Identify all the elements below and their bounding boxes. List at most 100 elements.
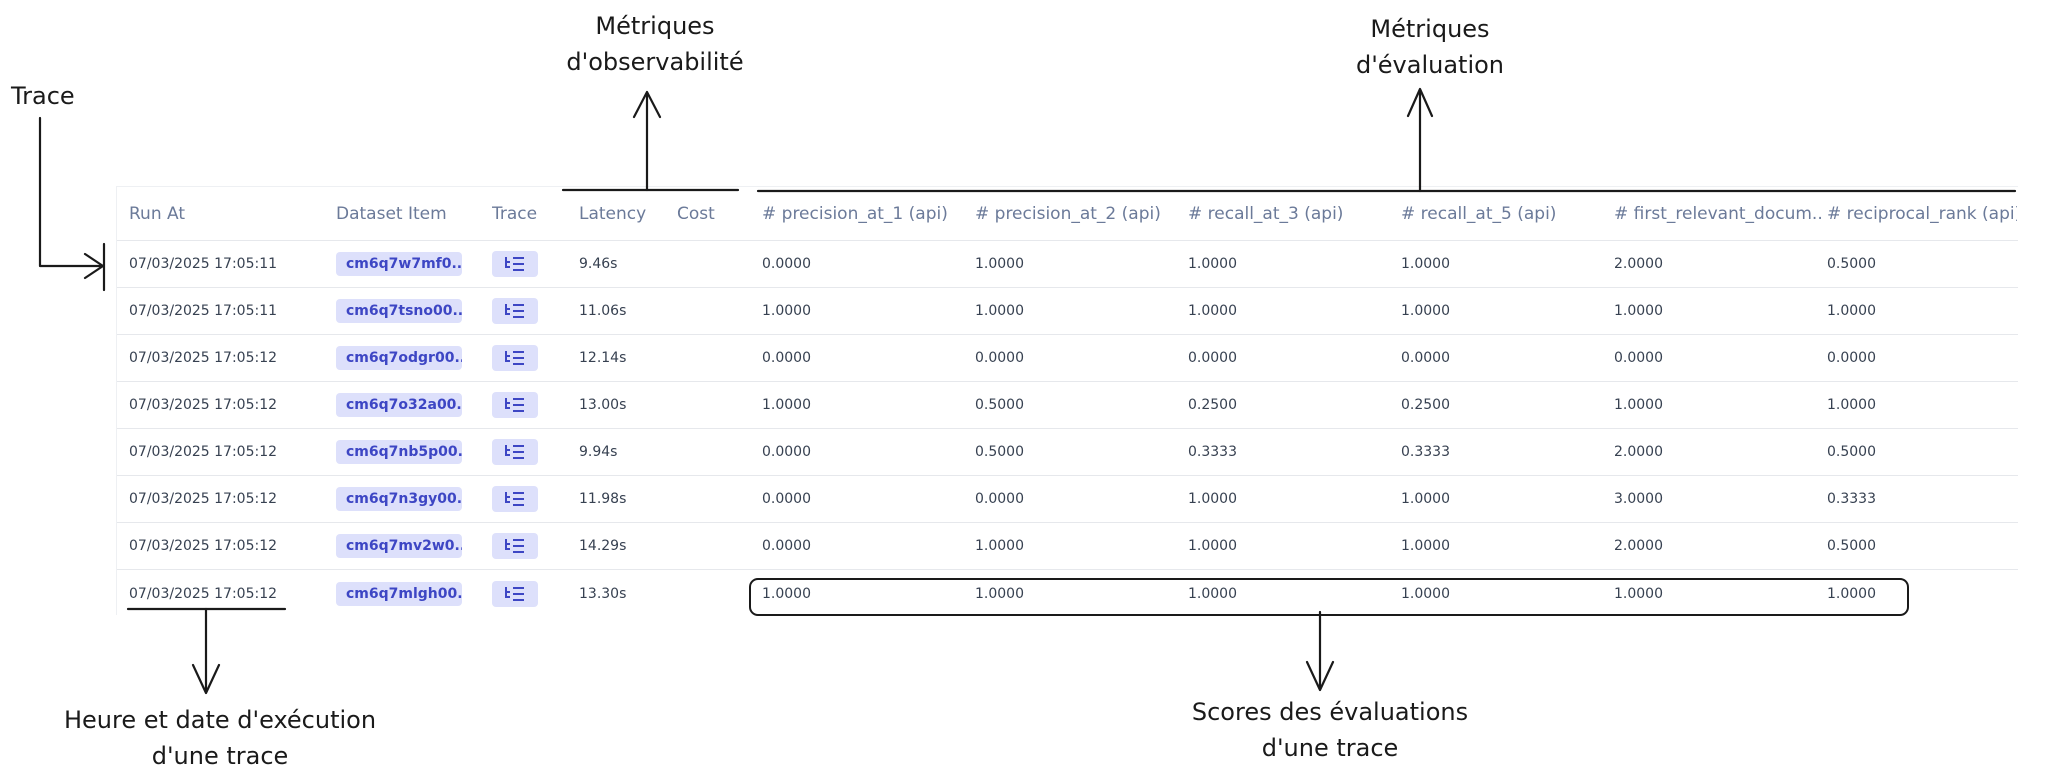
dataset-item-cell: cm6q7mlgh00... — [336, 570, 486, 615]
precision-at-2-cell: 1.0000 — [975, 538, 1024, 554]
recall-at-3-cell: 0.2500 — [1188, 397, 1237, 413]
scores-arrow — [1305, 610, 1335, 692]
table-row[interactable]: 07/03/2025 17:05:12 cm6q7mv2w0... 14.29s… — [117, 523, 2018, 570]
latency-cell: 13.00s — [579, 397, 627, 413]
run-at-cell: 07/03/2025 17:05:11 — [129, 303, 278, 319]
recall-at-5-cell: 1.0000 — [1401, 256, 1450, 272]
dataset-item-cell: cm6q7nb5p00... — [336, 429, 486, 475]
recall-at-5-cell: 1.0000 — [1401, 538, 1450, 554]
first-relevant-document-cell: 2.0000 — [1614, 538, 1663, 554]
trace-cell — [492, 382, 562, 428]
column-header-precision-at-2[interactable]: # precision_at_2 (api) — [975, 203, 1161, 224]
table-row[interactable]: 07/03/2025 17:05:12 cm6q7n3gy00... 11.98… — [117, 476, 2018, 523]
dataset-item-chip[interactable]: cm6q7mlgh00... — [336, 581, 462, 606]
precision-at-1-cell: 0.0000 — [762, 538, 811, 554]
trace-button[interactable] — [492, 392, 538, 418]
trace-button[interactable] — [492, 439, 538, 465]
column-header-cost[interactable]: Cost — [677, 203, 715, 224]
annotation-evaluation-line2: d'évaluation — [1355, 51, 1505, 79]
column-header-dataset-item[interactable]: Dataset Item — [336, 203, 447, 224]
run-at-cell: 07/03/2025 17:05:12 — [129, 350, 278, 366]
trace-button[interactable] — [492, 345, 538, 371]
latency-cell: 9.94s — [579, 444, 618, 460]
dataset-item-chip[interactable]: cm6q7nb5p00... — [336, 440, 462, 464]
table-row[interactable]: 07/03/2025 17:05:11 cm6q7w7mf0... 9.46s … — [117, 241, 2018, 288]
table-row[interactable]: 07/03/2025 17:05:12 cm6q7o32a00... 13.00… — [117, 382, 2018, 429]
cost-cell — [677, 335, 757, 381]
cost-cell — [677, 476, 757, 522]
trace-pointer-arrow — [38, 116, 105, 280]
column-header-precision-at-1[interactable]: # precision_at_1 (api) — [762, 203, 948, 224]
dataset-item-chip[interactable]: cm6q7n3gy00... — [336, 487, 462, 511]
annotation-observability-line1: Métriques — [595, 12, 715, 40]
annotation-scores-line2: d'une trace — [1261, 734, 1399, 762]
precision-at-1-cell: 1.0000 — [762, 397, 811, 413]
column-header-first-relevant-document[interactable]: # first_relevant_docum... — [1614, 203, 1824, 224]
trace-tree-icon — [505, 492, 524, 506]
column-header-run-at[interactable]: Run At — [129, 203, 185, 224]
precision-at-2-cell: 0.0000 — [975, 350, 1024, 366]
precision-at-2-cell: 0.5000 — [975, 397, 1024, 413]
trace-button[interactable] — [492, 533, 538, 559]
cost-cell — [677, 523, 757, 569]
cost-cell — [677, 382, 757, 428]
experiment-results-table: Run At Dataset Item Trace Latency Cost #… — [116, 186, 2018, 615]
trace-button[interactable] — [492, 251, 538, 277]
cost-cell — [677, 570, 757, 615]
annotation-trace: Trace — [11, 82, 75, 110]
dataset-item-chip[interactable]: cm6q7w7mf0... — [336, 252, 462, 276]
column-header-recall-at-3[interactable]: # recall_at_3 (api) — [1188, 203, 1344, 224]
recall-at-5-cell: 1.0000 — [1401, 491, 1450, 507]
reciprocal-rank-cell: 0.5000 — [1827, 538, 1876, 554]
trace-button[interactable] — [492, 298, 538, 324]
annotation-evaluation-line1: Métriques — [1370, 15, 1490, 43]
run-at-cell: 07/03/2025 17:05:11 — [129, 256, 278, 272]
observability-arrow — [632, 90, 662, 192]
cost-cell — [677, 429, 757, 475]
run-at-cell: 07/03/2025 17:05:12 — [129, 397, 278, 413]
trace-button[interactable] — [492, 580, 538, 607]
reciprocal-rank-cell: 0.5000 — [1827, 444, 1876, 460]
first-relevant-document-cell: 1.0000 — [1614, 397, 1663, 413]
trace-cell — [492, 335, 562, 381]
precision-at-1-cell: 0.0000 — [762, 491, 811, 507]
first-relevant-document-cell: 2.0000 — [1614, 444, 1663, 460]
dataset-item-chip[interactable]: cm6q7tsno00... — [336, 299, 462, 323]
latency-cell: 11.06s — [579, 303, 627, 319]
precision-at-2-cell: 0.5000 — [975, 444, 1024, 460]
first-relevant-document-cell: 0.0000 — [1614, 350, 1663, 366]
dataset-item-cell: cm6q7tsno00... — [336, 288, 486, 334]
run-at-cell: 07/03/2025 17:05:12 — [129, 491, 278, 507]
table-row[interactable]: 07/03/2025 17:05:12 cm6q7mlgh00... 13.30… — [117, 570, 2018, 615]
trace-tree-icon — [505, 257, 524, 271]
run-datetime-arrow — [191, 607, 221, 695]
dataset-item-chip[interactable]: cm6q7mv2w0... — [336, 534, 462, 558]
trace-cell — [492, 523, 562, 569]
dataset-item-chip[interactable]: cm6q7o32a00... — [336, 393, 462, 417]
reciprocal-rank-cell: 0.3333 — [1827, 491, 1876, 507]
table-header-row: Run At Dataset Item Trace Latency Cost #… — [117, 187, 2018, 241]
dataset-item-cell: cm6q7w7mf0... — [336, 241, 486, 287]
table-row[interactable]: 07/03/2025 17:05:12 cm6q7nb5p00... 9.94s… — [117, 429, 2018, 476]
precision-at-2-cell: 1.0000 — [975, 585, 1024, 602]
first-relevant-document-cell: 2.0000 — [1614, 256, 1663, 272]
reciprocal-rank-cell: 0.0000 — [1827, 350, 1876, 366]
table-row[interactable]: 07/03/2025 17:05:12 cm6q7odgr00... 12.14… — [117, 335, 2018, 382]
dataset-item-chip[interactable]: cm6q7odgr00... — [336, 346, 462, 370]
table-row[interactable]: 07/03/2025 17:05:11 cm6q7tsno00... 11.06… — [117, 288, 2018, 335]
trace-cell — [492, 241, 562, 287]
column-header-trace[interactable]: Trace — [492, 203, 538, 224]
cost-cell — [677, 241, 757, 287]
first-relevant-document-cell: 3.0000 — [1614, 491, 1663, 507]
recall-at-3-cell: 1.0000 — [1188, 491, 1237, 507]
recall-at-5-cell: 1.0000 — [1401, 303, 1450, 319]
trace-tree-icon — [505, 445, 524, 459]
trace-tree-icon — [505, 539, 524, 553]
trace-button[interactable] — [492, 486, 538, 512]
annotation-run-datetime-line1: Heure et date d'exécution — [63, 706, 377, 734]
annotation-scores-line1: Scores des évaluations — [1191, 698, 1469, 726]
recall-at-3-cell: 0.0000 — [1188, 350, 1237, 366]
column-header-reciprocal-rank[interactable]: # reciprocal_rank (api) — [1827, 203, 2017, 224]
column-header-recall-at-5[interactable]: # recall_at_5 (api) — [1401, 203, 1557, 224]
column-header-latency[interactable]: Latency — [579, 203, 647, 224]
